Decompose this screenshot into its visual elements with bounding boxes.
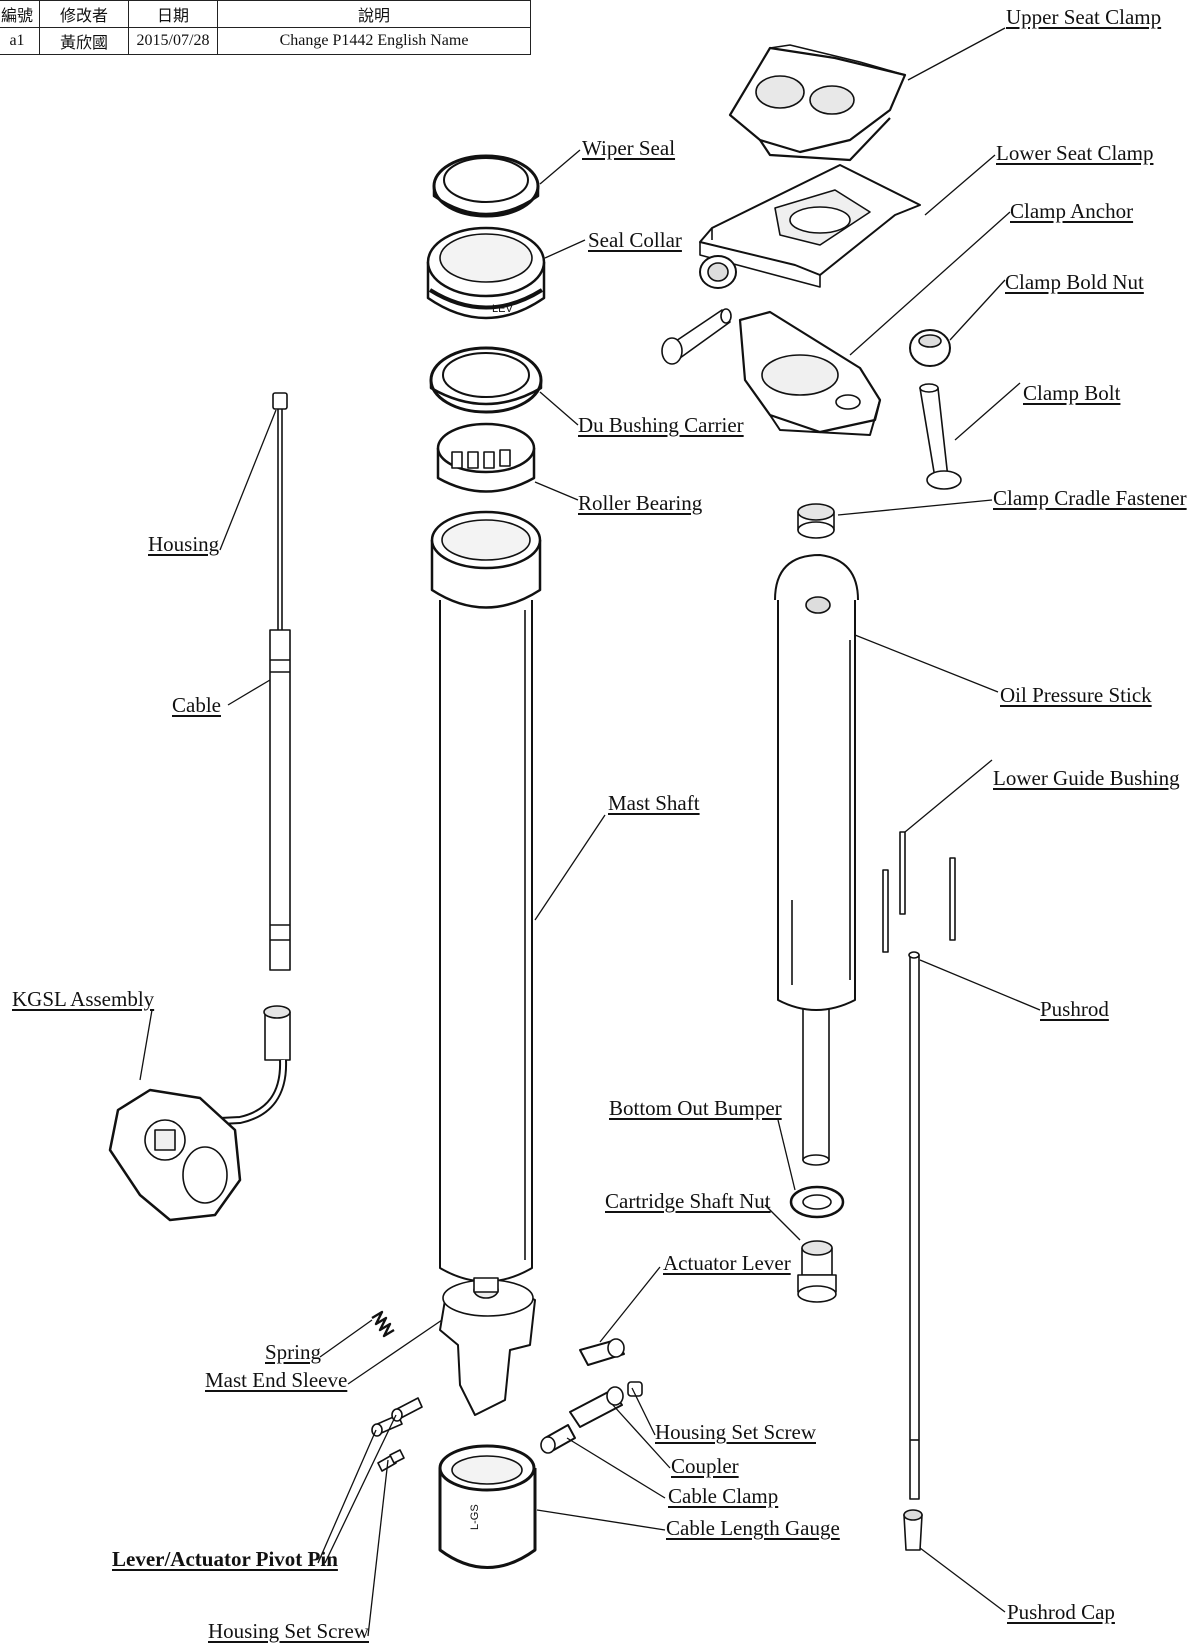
lower-seat-clamp-part [699, 164, 921, 288]
bottom-out-bumper-part [789, 1185, 845, 1219]
label-housing: Housing [148, 532, 220, 556]
label-spring: Spring [265, 1340, 322, 1364]
pivot-pin-parts [371, 1397, 423, 1472]
rev-header-editor: 修改者 [39, 0, 129, 28]
kgsl-assembly-part [108, 1005, 291, 1222]
label-clamp-bold-nut: Clamp Bold Nut [1005, 270, 1144, 294]
label-du-bushing-carrier: Du Bushing Carrier [578, 413, 744, 437]
housing-cable-part [269, 392, 291, 971]
label-cartridge-shaft-nut: Cartridge Shaft Nut [605, 1189, 771, 1213]
cartridge-shaft-nut-part [797, 1240, 837, 1303]
roller-bearing-part [436, 422, 536, 493]
label-cable-length-gauge: Cable Length Gauge [666, 1516, 840, 1540]
cable-length-gauge-part [438, 1444, 537, 1569]
label-bottom-out-bumper: Bottom Out Bumper [609, 1096, 782, 1120]
mast-shaft-part [430, 510, 542, 1283]
spring-part [371, 1310, 395, 1338]
label-lever-actuator-pivot-pin: Lever/Actuator Pivot Pin [112, 1547, 338, 1571]
label-pushrod-cap: Pushrod Cap [1007, 1600, 1115, 1624]
clamp-cradle-fastener-part [797, 503, 835, 539]
label-kgsl-assembly: KGSL Assembly [12, 987, 155, 1011]
rev-cell-editor: 黃欣國 [39, 27, 129, 55]
label-coupler: Coupler [671, 1454, 739, 1478]
label-oil-pressure-stick: Oil Pressure Stick [1000, 683, 1152, 707]
clamp-washer-part [699, 255, 737, 289]
label-pushrod: Pushrod [1040, 997, 1109, 1021]
wiper-seal-part [432, 154, 540, 218]
mast-end-sleeve-part [439, 1277, 536, 1416]
rev-header-number: 編號 [0, 0, 40, 28]
label-upper-seat-clamp: Upper Seat Clamp [1006, 5, 1162, 29]
upper-seat-clamp-part [728, 44, 907, 162]
clamp-bolt-left-part [661, 308, 732, 365]
label-actuator-lever: Actuator Lever [663, 1251, 791, 1275]
label-seal-collar: Seal Collar [588, 228, 682, 252]
rev-cell-date: 2015/07/28 [128, 27, 218, 55]
du-bushing-carrier-part [429, 346, 543, 414]
rev-cell-description: Change P1442 English Name [217, 27, 531, 55]
label-clamp-anchor: Clamp Anchor [1010, 199, 1134, 223]
pushrod-cap-part [903, 1509, 923, 1551]
clamp-anchor-part [738, 310, 882, 436]
leader-lines [139, 27, 1041, 1637]
label-cable-clamp: Cable Clamp [668, 1484, 779, 1508]
gauge-marking: L-GS [469, 1504, 481, 1530]
collar-marking: LEV [492, 303, 513, 315]
seal-collar-part [426, 226, 546, 320]
label-clamp-bolt: Clamp Bolt [1023, 381, 1121, 405]
revision-table: 編號 修改者 日期 說明 a1 黃欣國 2015/07/28 Change P1… [0, 0, 531, 55]
label-lower-seat-clamp: Lower Seat Clamp [996, 141, 1154, 165]
label-mast-end-sleeve: Mast End Sleeve [205, 1368, 348, 1392]
label-cable: Cable [172, 693, 221, 717]
clamp-bolt-right-part [919, 383, 962, 490]
rev-cell-number: a1 [0, 27, 40, 55]
rev-header-description: 說明 [217, 0, 531, 28]
label-housing-set-screw-left: Housing Set Screw [208, 1619, 369, 1643]
oil-pressure-stick-part [774, 554, 859, 1166]
label-roller-bearing: Roller Bearing [578, 491, 703, 515]
lower-guide-bushing-pins [882, 831, 956, 953]
cable-clamp-part [540, 1424, 576, 1454]
coupler-part [569, 1386, 624, 1428]
revision-table-row: a1 黃欣國 2015/07/28 Change P1442 English N… [0, 27, 531, 55]
actuator-lever-part [579, 1338, 625, 1366]
label-mast-shaft: Mast Shaft [608, 791, 700, 815]
clamp-bold-nut-part [909, 329, 951, 367]
housing-set-screw-right-part [627, 1381, 643, 1397]
pushrod-part [908, 951, 920, 1500]
label-clamp-cradle-fastener: Clamp Cradle Fastener [993, 486, 1187, 510]
label-lower-guide-bushing: Lower Guide Bushing [993, 766, 1180, 790]
label-housing-set-screw-right: Housing Set Screw [655, 1420, 816, 1444]
label-wiper-seal: Wiper Seal [582, 136, 676, 160]
